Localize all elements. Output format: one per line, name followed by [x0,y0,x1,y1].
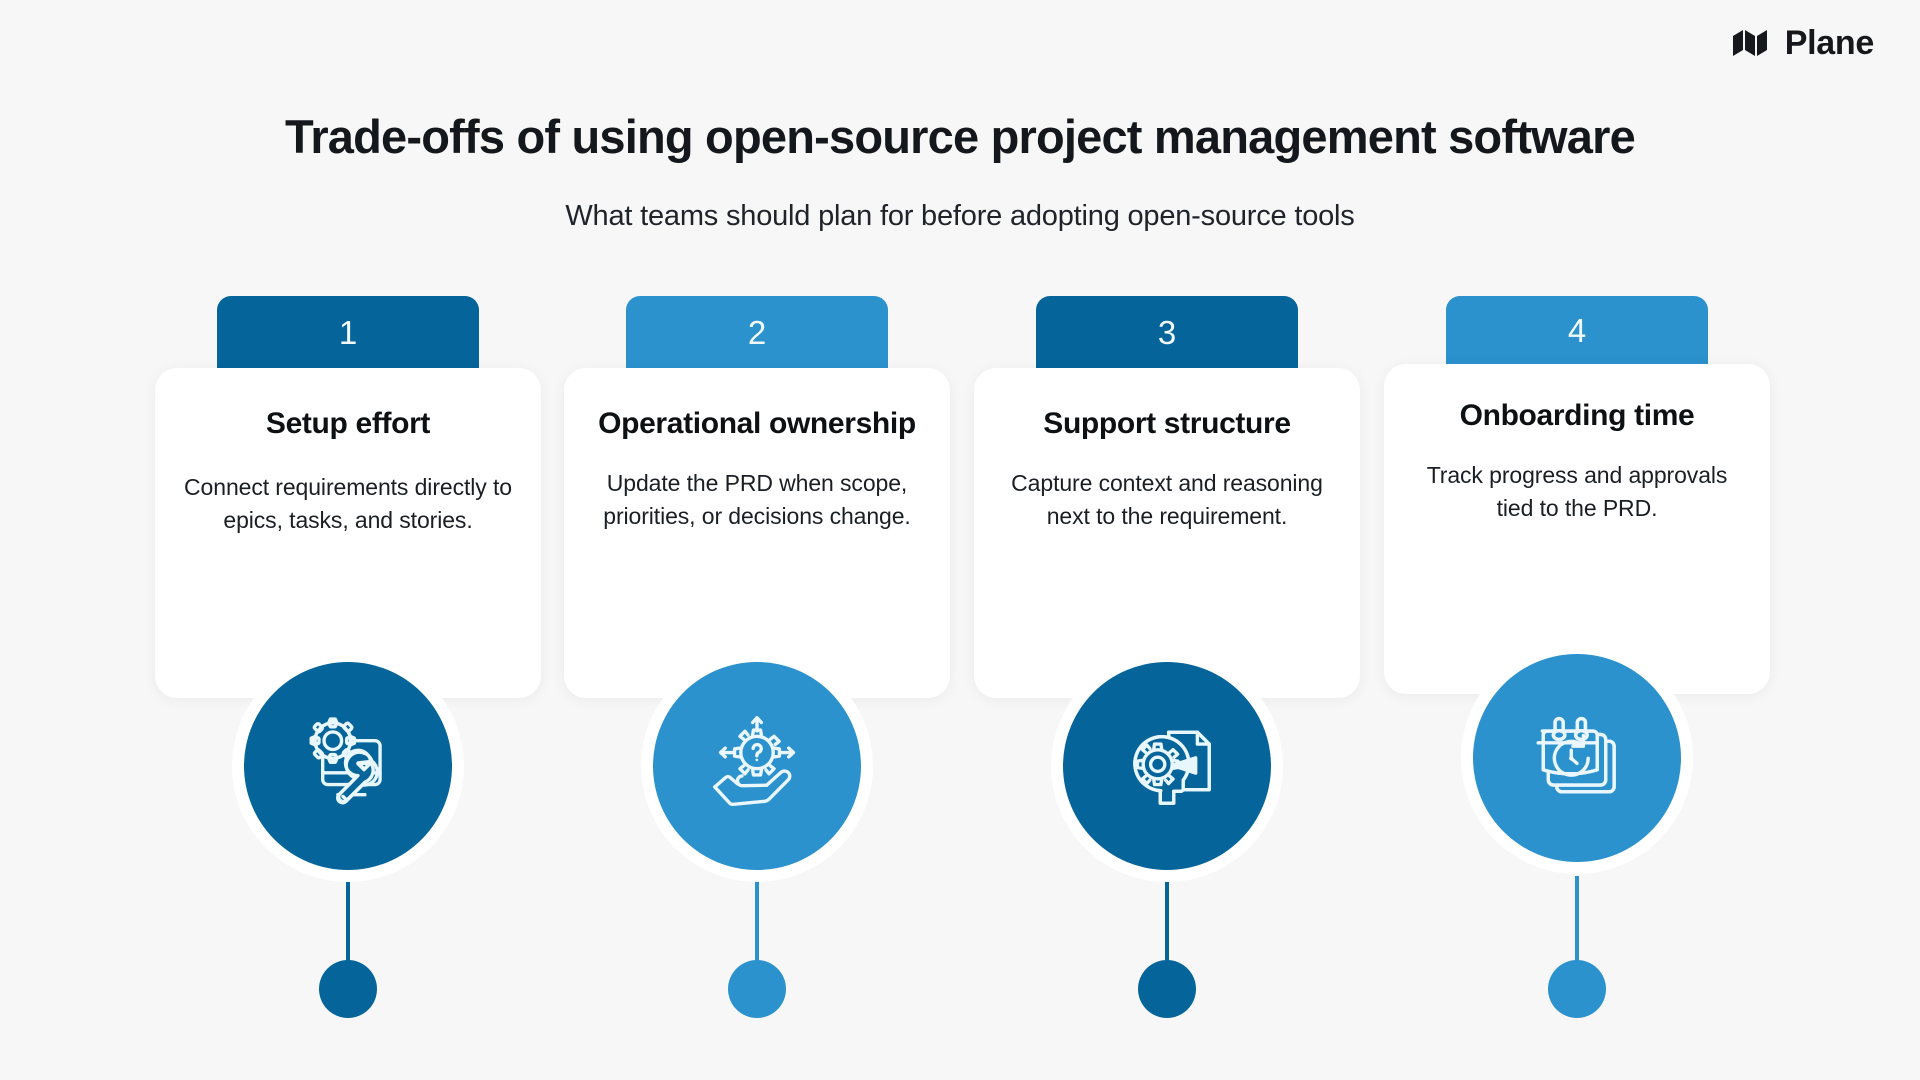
card-panel: Setup effort Connect requirements direct… [155,368,541,698]
connector-dot [319,960,377,1018]
card-number-badge: 1 [217,296,479,368]
card-icon-halo [232,650,464,882]
card-number: 3 [1157,313,1177,351]
card-icon-circle [1063,662,1271,870]
card-title: Support structure [1043,407,1291,440]
connector-dot [1548,960,1606,1018]
card-icon-circle [653,662,861,870]
card-number: 2 [747,313,767,351]
plane-logo-icon [1731,28,1773,58]
card-number-badge: 2 [626,296,888,368]
page-title: Trade-offs of using open-source project … [285,110,1636,163]
connector-line [346,876,350,968]
card-description: Connect requirements directly to epics, … [184,474,512,534]
card-description: Track progress and approvals tied to the… [1426,462,1728,522]
card-3: 3 Support structure Capture context and … [974,296,1360,1018]
card-2: 2 Operational ownership Update the PRD w… [564,296,950,1018]
connector-dot [1138,960,1196,1018]
card-icon-halo [641,650,873,882]
card-icon-circle [244,662,452,870]
card-icon-circle [1473,654,1681,862]
card-4: 4 Onboarding time Track progress and app… [1384,296,1770,1018]
card-number-badge: 4 [1446,296,1708,364]
hand-holding-gear-question-icon [703,712,811,820]
card-icon-halo [1051,650,1283,882]
brand-name: Plane [1784,24,1875,62]
card-icon-halo [1461,642,1693,874]
monitor-gear-wrench-icon [294,712,402,820]
card-panel: Onboarding time Track progress and appro… [1384,364,1770,694]
brand-logo: Plane [1731,26,1874,60]
card-title: Setup effort [265,407,431,440]
card-panel: Support structure Capture context and re… [974,368,1360,698]
head-gear-document-icon [1113,712,1221,820]
cards-row: 1 Setup effort Connect requirements dire… [0,296,1920,1018]
card-description: Capture context and reasoning next to th… [1011,470,1323,530]
card-number: 1 [338,313,358,351]
card-panel: Operational ownership Update the PRD whe… [564,368,950,698]
card-title: Operational ownership [598,407,916,440]
card-title: Onboarding time [1459,399,1695,432]
connector-line [1165,876,1169,968]
card-number: 4 [1567,311,1587,349]
calendar-clock-icon [1523,704,1631,812]
card-number-badge: 3 [1036,296,1298,368]
page-subtitle: What teams should plan for before adopti… [565,200,1355,232]
connector-line [755,876,759,968]
connector-dot [728,960,786,1018]
card-1: 1 Setup effort Connect requirements dire… [155,296,541,1018]
card-description: Update the PRD when scope, priorities, o… [603,470,911,530]
connector-line [1575,876,1579,968]
